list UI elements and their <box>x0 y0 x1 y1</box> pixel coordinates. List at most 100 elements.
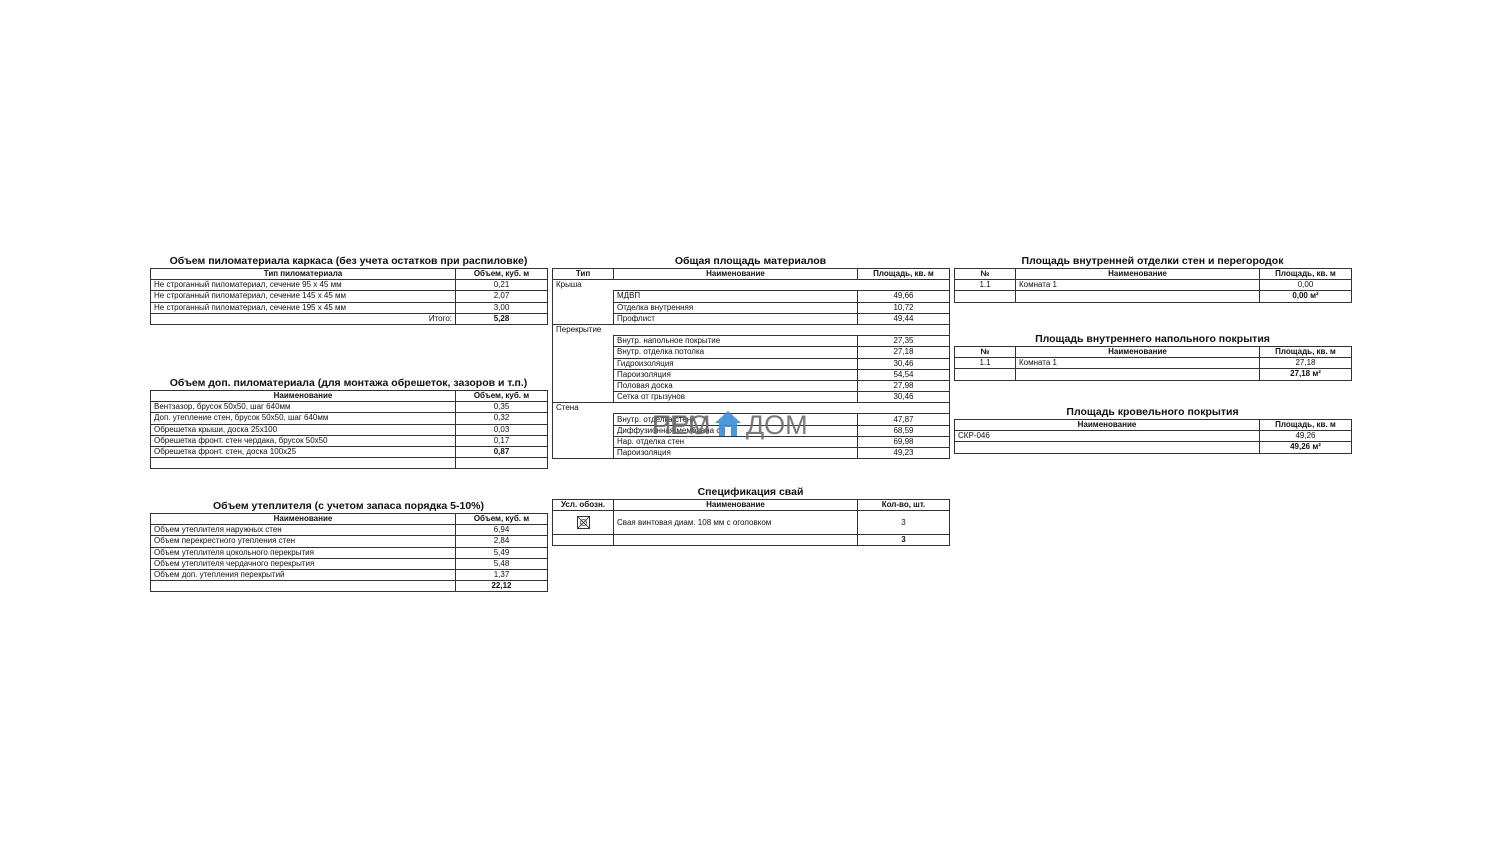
wall-finish-title: Площадь внутренней отделки стен и перего… <box>1021 255 1284 267</box>
roof-cover-block: Площадь кровельного покрытия Наименовани… <box>954 405 1352 454</box>
cell-name: Доп. утепление стен, брусок 50х50, шаг 6… <box>150 412 456 425</box>
table-header-row: Наименование Площадь, кв. м <box>954 418 1352 432</box>
table-header-row: Усл. обозн. Наименование Кол-во, шт. <box>552 498 950 512</box>
table-header-row: № Наименование Площадь, кв. м <box>954 267 1352 281</box>
cell-name: Сетка от грызунов <box>613 391 858 404</box>
group-type-floor: Перекрытие <box>552 323 950 336</box>
cell-value: 5,49 <box>455 546 548 559</box>
piles-table: Усл. обозн. Наименование Кол-во, шт. Сва… <box>552 498 950 547</box>
empty-row <box>150 457 548 470</box>
cell-name: СКР-046 <box>954 430 1260 443</box>
cell-value: 5,48 <box>455 557 548 570</box>
cell-value: 3 <box>857 510 950 536</box>
column-header: Наименование <box>150 512 456 526</box>
wall-finish-block: Площадь внутренней отделки стен и перего… <box>954 254 1352 303</box>
insulation-volume-title: Объем утеплителя (с учетом запаса порядк… <box>212 500 485 512</box>
total-row: Итого: 5,28 <box>150 312 548 325</box>
column-header: Тип пиломатериала <box>150 267 456 281</box>
frame-volume-title: Объем пиломатериала каркаса (без учета о… <box>169 255 528 267</box>
cell-value: 27,18 <box>857 346 950 359</box>
cell-value: 49,66 <box>857 290 950 303</box>
cell-name: Обрешетка фронт. стен чердака, брусок 50… <box>150 434 456 447</box>
table-row: Не строганный пиломатериал, сечение 145 … <box>150 290 548 303</box>
total-value: 3 <box>857 534 950 547</box>
pile-symbol-icon <box>576 516 590 530</box>
empty-cell <box>455 457 548 470</box>
cell-number: 1.1 <box>954 357 1016 370</box>
group-type-roof: Крыша <box>552 279 950 291</box>
table-row: Обрешетка крыши, доска 25х100 0,03 <box>150 423 548 436</box>
table-row: Внутр. отделка стен 47,87 <box>552 413 950 460</box>
table-header-row: Наименование Объем, куб. м <box>150 512 548 526</box>
cell-value: 68,59 <box>857 424 950 437</box>
logo-text-left: ПРО <box>652 409 710 440</box>
materials-area-block: Общая площадь материалов Тип Наименовани… <box>552 254 950 460</box>
table-row: 1.1 Комната 1 27,18 <box>954 357 1352 370</box>
cell-value: 10,72 <box>857 301 950 314</box>
cell-name: Свая винтовая диам. 108 мм с оголовком <box>613 510 858 536</box>
table-row: Не строганный пиломатериал, сечение 195 … <box>150 301 548 314</box>
materials-area-title: Общая площадь материалов <box>674 255 827 267</box>
cell-name: Пароизоляция <box>613 446 858 460</box>
table-row: Обрешетка фронт. стен, доска 100х25 0,87 <box>150 445 548 459</box>
table-row: Внутр. напольное покрытие 27,35 <box>552 335 950 404</box>
column-header: Кол-во, шт. <box>857 498 950 512</box>
table-row: Объем утеплителя наружных стен 6,94 <box>150 524 548 537</box>
group-spacer <box>552 335 614 404</box>
cell-value: 0,21 <box>455 279 548 292</box>
cell-value: 0,03 <box>455 423 548 436</box>
column-header: № <box>954 345 1016 359</box>
table-row: Свая винтовая диам. 108 мм с оголовком 3 <box>552 510 950 536</box>
cell-value: 0,87 <box>455 445 548 459</box>
empty-cell <box>954 441 1260 454</box>
logo-text-right: ДОМ <box>745 409 808 440</box>
pile-symbol-cell <box>552 510 614 536</box>
cell-name: Внутр. отделка потолка <box>613 346 858 359</box>
table-row: МДВП 49,66 <box>552 290 950 325</box>
total-value: 5,28 <box>455 312 548 325</box>
floor-cover-title: Площадь внутреннего напольного покрытия <box>1035 333 1270 345</box>
cell-name: Не строганный пиломатериал, сечение 195 … <box>150 301 456 314</box>
empty-cell <box>1015 290 1260 303</box>
group-row: Перекрытие <box>552 323 950 336</box>
total-row: 27,18 м² <box>954 368 1352 381</box>
table-row: Объем перекрестного утепления стен 2,84 <box>150 535 548 548</box>
empty-cell <box>954 368 1016 381</box>
cell-value: 3,00 <box>455 301 548 314</box>
cell-value: 49,23 <box>857 446 950 460</box>
frame-volume-table: Тип пиломатериала Объем, куб. м Не строг… <box>150 267 548 325</box>
cell-value: 54,54 <box>857 368 950 381</box>
total-row: 3 <box>552 534 950 547</box>
table-row: Половая доска 27,98 <box>553 379 950 393</box>
cell-value: 1,37 <box>455 568 548 582</box>
column-header: Наименование <box>613 498 858 512</box>
table-row: Объем утеплителя цокольного перекрытия 5… <box>150 546 548 559</box>
cell-value: 2,07 <box>455 290 548 303</box>
table-row: 1.1 Комната 1 0,00 <box>954 279 1352 292</box>
column-header: Наименование <box>150 389 456 403</box>
table-header-row: Наименование Объем, куб. м <box>150 389 548 403</box>
empty-cell <box>150 580 456 593</box>
roof-cover-table: Наименование Площадь, кв. м СКР-046 49,2… <box>954 418 1352 454</box>
cell-name: МДВП <box>613 290 858 303</box>
empty-cell <box>552 534 614 547</box>
extra-volume-table: Наименование Объем, куб. м Вентзазор, бр… <box>150 389 548 470</box>
cell-name: Профлист <box>613 312 858 325</box>
floor-cover-block: Площадь внутреннего напольного покрытия … <box>954 332 1352 381</box>
cell-name: Половая доска <box>613 379 858 393</box>
group-row: Крыша <box>552 279 950 291</box>
column-header: Объем, куб. м <box>455 267 548 281</box>
empty-cell <box>613 534 858 547</box>
cell-name: Гидроизоляция <box>613 357 858 370</box>
column-header: Площадь, кв. м <box>857 267 950 281</box>
total-row: 0,00 м² <box>954 290 1352 303</box>
cell-value: 27,98 <box>857 379 950 393</box>
cell-value: 2,84 <box>455 535 548 548</box>
cell-name: Объем утеплителя чердачного перекрытия <box>150 557 456 570</box>
empty-cell <box>1015 368 1260 381</box>
cell-value: 27,18 <box>1259 357 1352 370</box>
floor-cover-table: № Наименование Площадь, кв. м 1.1 Комнат… <box>954 345 1352 381</box>
group-spacer <box>552 290 614 325</box>
total-row: 49,26 м² <box>954 441 1352 454</box>
group-row: Стена <box>552 402 950 414</box>
